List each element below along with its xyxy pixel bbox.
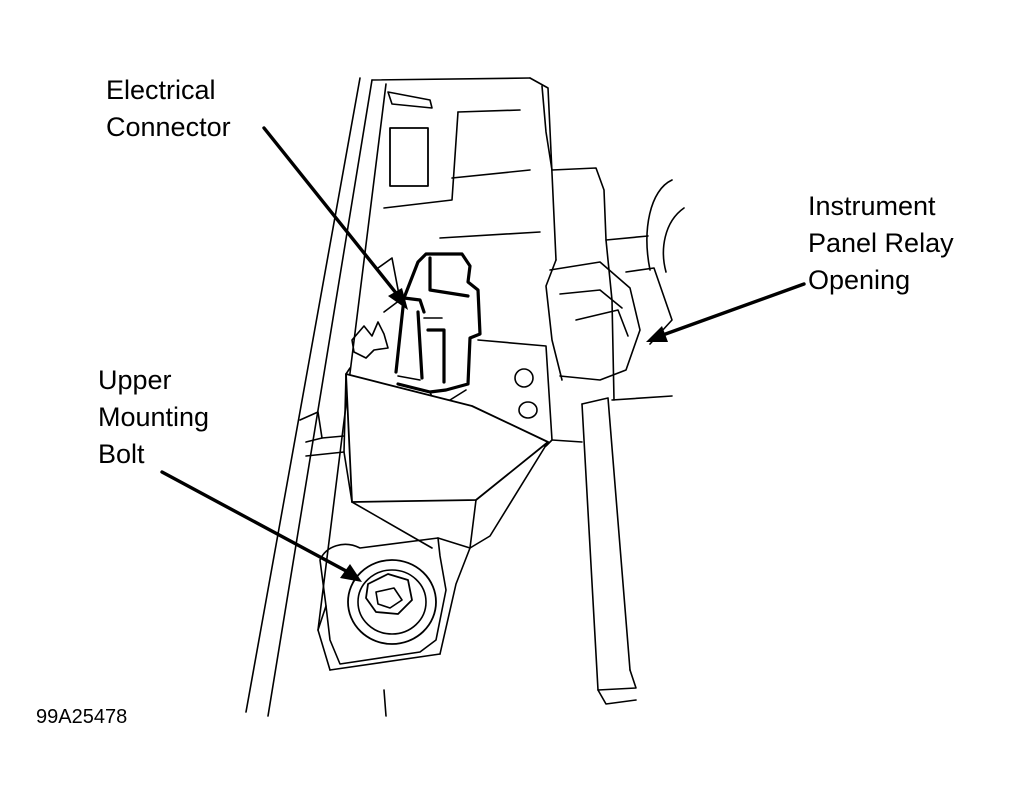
arrow-relay-opening (658, 282, 806, 338)
right-trim (611, 179, 685, 401)
bolt-boss (299, 411, 471, 671)
relay-opening-label: Instrument Panel Relay Opening (808, 188, 954, 299)
mounting-bolt-label: Upper Mounting Bolt (98, 362, 209, 473)
connector-body (383, 252, 482, 403)
mounting-bolt (347, 559, 437, 645)
mounting-bolt-line-1: Upper (98, 365, 172, 395)
relay-opening-line-1: Instrument (808, 191, 936, 221)
relay-housing (343, 367, 549, 549)
arrowhead-electrical-connector (388, 288, 408, 310)
electrical-connector-line-1: Electrical (106, 75, 216, 105)
left-trim-panel (245, 77, 531, 717)
mounting-bolt-line-2: Mounting (98, 402, 210, 432)
upper-recess (383, 91, 541, 239)
arrowhead-mounting-bolt (340, 564, 362, 582)
mounting-bolt-line-3: Bolt (98, 439, 145, 469)
right-strip (581, 397, 637, 705)
retaining-clip (351, 257, 401, 359)
electrical-connector-line-2: Connector (106, 112, 231, 142)
leader-arrows (160, 126, 806, 582)
recess-slot (389, 127, 429, 187)
center-panel (529, 77, 649, 401)
relay-opening-line-3: Opening (808, 265, 911, 295)
arrow-mounting-bolt (160, 470, 350, 574)
arrowhead-relay-opening (646, 326, 668, 342)
figure-code: 99A25478 (36, 706, 128, 728)
arrow-electrical-connector (262, 126, 402, 300)
electrical-connector-label: Electrical Connector (106, 72, 231, 146)
bottom-edges (383, 689, 387, 717)
relay-opening-line-2: Panel Relay (808, 228, 954, 258)
